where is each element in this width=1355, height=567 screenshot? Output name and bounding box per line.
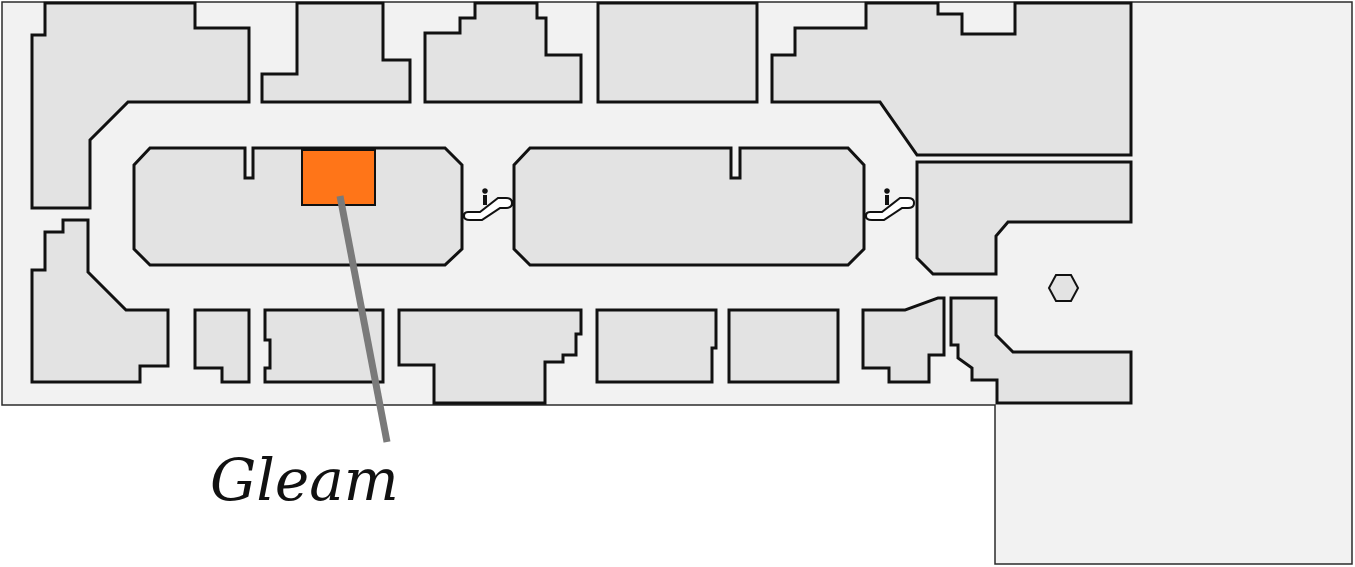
center-island-west[interactable] xyxy=(132,146,464,267)
store-unit-bottom-6[interactable] xyxy=(861,296,946,384)
hexagon-kiosk-icon[interactable] xyxy=(1047,274,1080,302)
store-unit-bottom-5[interactable] xyxy=(727,308,840,384)
gleam-store-highlight[interactable] xyxy=(301,149,376,206)
store-unit-top-2[interactable] xyxy=(260,1,412,104)
store-unit-bottom-1[interactable] xyxy=(193,308,251,384)
store-unit-bottom-4[interactable] xyxy=(595,308,718,384)
store-unit-bottom-7[interactable] xyxy=(949,296,1133,405)
store-name-label: Gleam xyxy=(210,446,399,514)
escalator-icon xyxy=(462,188,514,221)
center-island-east[interactable] xyxy=(512,146,866,267)
store-unit-left-lower[interactable] xyxy=(30,218,170,384)
leader-line xyxy=(336,195,391,443)
escalator-icon xyxy=(864,188,916,221)
store-unit-top-1[interactable] xyxy=(30,1,251,210)
store-unit-bottom-3[interactable] xyxy=(397,308,583,405)
store-unit-top-5[interactable] xyxy=(770,1,1133,157)
store-unit-bottom-2[interactable] xyxy=(263,308,385,384)
store-unit-top-3[interactable] xyxy=(423,1,583,104)
store-unit-top-4[interactable] xyxy=(596,1,759,104)
store-unit-right-middle[interactable] xyxy=(915,160,1133,276)
